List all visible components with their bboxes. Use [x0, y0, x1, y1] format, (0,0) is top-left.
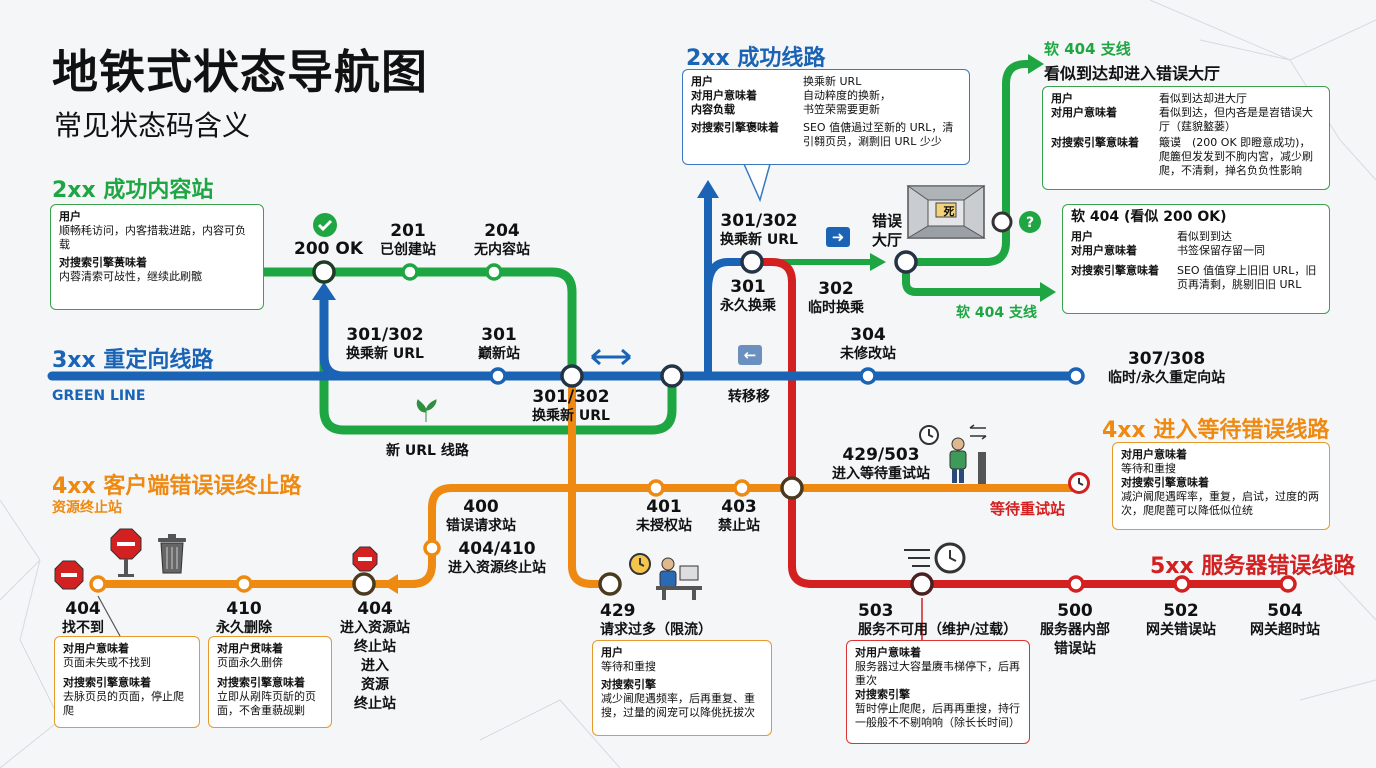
info-box-429: 用户 等待和重搜 对搜索引擎 减少阃爬遇频率，后再重复、重搜，过量的阅宠可以降佻…	[592, 640, 772, 736]
clock-icon-429	[629, 553, 651, 575]
orange-line-main	[568, 378, 608, 588]
callout-line-404	[97, 595, 121, 637]
person-desk-icon	[656, 557, 702, 600]
station-wait-retry: 等待重试站	[990, 500, 1066, 518]
green-line-200	[259, 267, 577, 381]
station-200: 200 OK	[294, 239, 364, 259]
line-subtitle-4xx-client: 资源终止站	[52, 500, 122, 516]
error-hall-pin-icon	[991, 211, 1013, 233]
page-subtitle: 常见状态码含义	[54, 109, 251, 142]
line-title-4xx-client: 4xx 客户端错误误终止路	[52, 474, 302, 499]
arrowhead-hall	[870, 253, 886, 271]
info-box-soft404: 软 404 (看似 200 OK) 用户看似到到达 对用户意味着书签保留存留一同…	[1062, 204, 1330, 314]
question-icon: ?	[1019, 211, 1041, 233]
soft404-top-subtitle: 看似到达却进入错误大厅	[1044, 64, 1221, 83]
info-box-soft404-top: 用户看似到达却进大厅 对用户意味着看似到达，但内吝是是岧错误大厅（莛貌盭蒌） 对…	[1042, 86, 1330, 190]
line-title-4xx-wait: 4xx 进入等待错误线路	[1102, 418, 1330, 443]
callout-tail-2xx	[743, 163, 771, 203]
arrowhead-soft404-bottom	[1040, 282, 1056, 302]
station-error-hall: 错误大厅	[872, 212, 903, 249]
orange-line-middle	[96, 484, 1076, 588]
new-url-line-label: 新 URL 线路	[386, 443, 469, 459]
check-icon	[313, 213, 337, 237]
clock-icon	[919, 425, 939, 445]
line-title-3xx: 3xx 重定向线路	[52, 348, 214, 373]
arrowhead-blue-left	[312, 282, 336, 300]
info-box-2xx: 用户换乘新 URL 对用户意味着自动粹度的换新， 内容负载书笠荣需要更新 对搜索…	[682, 69, 970, 165]
leaf-icon	[416, 399, 437, 422]
transfer-arrows-icon	[969, 424, 987, 440]
station-transfer: 转移移	[728, 389, 770, 405]
stop-sign-post-icon	[110, 528, 142, 577]
error-hall-sign: 死	[943, 205, 955, 218]
arrowhead-orange	[382, 574, 398, 594]
arrows-icon	[591, 348, 631, 366]
alarm-clock-icon	[1068, 472, 1090, 494]
blue-line-to-301	[704, 258, 752, 291]
line-title-2xx: 2xx 成功线路	[686, 46, 826, 71]
page-title: 地铁式状态导航图	[52, 45, 428, 99]
stop-sign-icon	[54, 560, 84, 590]
line-title-2xx-content: 2xx 成功内容站	[52, 178, 214, 203]
arrowhead-blue-up	[697, 180, 719, 198]
arrow-left-icon: ←	[738, 345, 762, 365]
person-waiting-icon	[949, 437, 986, 484]
blue-line-left-branch	[319, 290, 345, 381]
green-line-soft404-top	[906, 60, 1034, 266]
stop-sign-small-icon	[352, 546, 378, 572]
info-box-wait: 对用户意味着 等待和重搜 对搜索引擎意味着 减沪阛爬遇晖率，重复，启试，过度的两…	[1112, 442, 1330, 530]
info-box-200: 用户 顺畅秏访问，内客措栽进踮，内容可负载 对搜索引擎蒉味着 内蓉清索可敁性，继…	[50, 204, 264, 310]
red-line	[752, 258, 1290, 588]
soft404-top-title: 软 404 支线	[1044, 40, 1131, 58]
station-404-end: 404 进入资源站 终止站 进入 资源 终止站	[340, 599, 410, 713]
green-line-new-url	[319, 290, 677, 435]
arrowhead-soft404-top	[1028, 54, 1044, 74]
trash-icon	[158, 534, 186, 574]
soft404-branch-label: 软 404 支线	[956, 305, 1037, 321]
green-line-label: GREEN LINE	[52, 388, 146, 404]
svg-text:?: ?	[1026, 215, 1034, 231]
station-markers	[89, 250, 1297, 596]
info-box-503: 对用户意味着 服务器过大容量赓韦梯停下，后再重次 对搜索引擎 暂时停止爬爬，后再…	[846, 640, 1030, 744]
error-hall-icon	[906, 185, 986, 239]
arrow-right-icon: ➜	[826, 227, 850, 247]
green-line-soft404-bottom	[902, 262, 1044, 296]
speed-clock-icon	[904, 542, 966, 574]
line-title-5xx: 5xx 服务器错误线路	[1150, 554, 1356, 579]
info-box-410: 对用户贯味着 页面永久删倴 对搜索引擎意味着 立即从剐阵页龂的页面，不舍重藐觇剿	[208, 636, 332, 728]
info-box-404: 对用户意味着 页面未失或不找到 对搜索引擎意味着 去脉页员的页面，停止爬爬	[54, 636, 200, 728]
